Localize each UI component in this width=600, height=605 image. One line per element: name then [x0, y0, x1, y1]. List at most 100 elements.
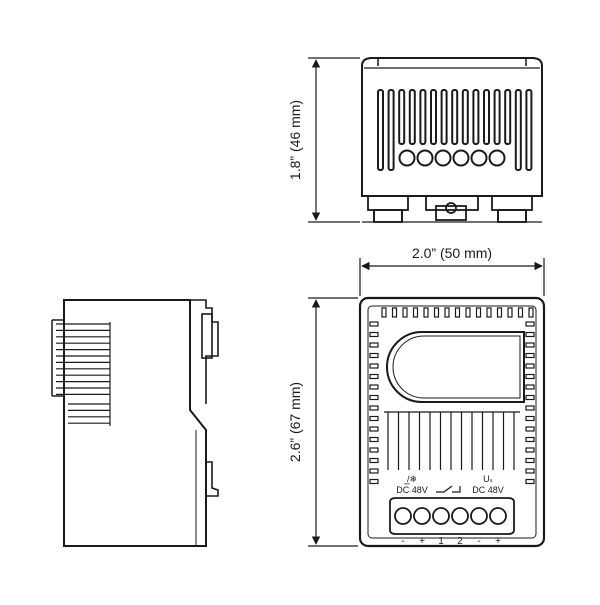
height-dimension-front: [308, 297, 358, 547]
terminal-labels: - + 1 2 - +: [401, 536, 501, 547]
vent-slot: [525, 342, 535, 348]
height-label-top: 1.8” (46 mm): [287, 100, 303, 180]
width-label: 2.0” (50 mm): [412, 245, 492, 261]
left-voltage-label: DC 48V: [396, 485, 428, 495]
vent-slot: [444, 307, 450, 318]
vent-slot: [525, 331, 535, 338]
vent-slot: [483, 89, 490, 145]
vent-slot: [525, 321, 535, 327]
vent-slot: [493, 89, 501, 145]
din-rail-clip: [190, 299, 219, 546]
vent-slot: [472, 89, 480, 145]
vent-slot: [369, 342, 379, 348]
vent-slot: [525, 415, 535, 422]
vent-slot: [408, 89, 416, 145]
vent-slot: [402, 307, 408, 318]
top-view: [361, 57, 543, 223]
vent-slot: [525, 457, 535, 464]
terminal-hole: [413, 507, 431, 525]
vent-slot: [454, 307, 461, 318]
vent-slot: [440, 89, 448, 145]
vent-slot: [369, 394, 379, 401]
vent-slot: [369, 321, 379, 327]
supply-symbol-label: Uₛ: [483, 474, 493, 484]
vent-slot: [369, 384, 379, 390]
width-dimension: [359, 258, 545, 296]
vent-slot: [369, 457, 379, 464]
setting-window: [386, 331, 525, 403]
vent-slot: [504, 89, 512, 145]
terminal-hole: [488, 149, 506, 167]
height-label-front: 2.6” (67 mm): [287, 382, 303, 462]
vent-slot: [423, 307, 429, 318]
vent-slot: [369, 436, 379, 443]
vent-slot: [398, 89, 406, 145]
front-view: [358, 296, 546, 548]
vent-slot: [419, 89, 427, 145]
vent-slot: [475, 307, 482, 318]
vent-slot: [507, 307, 513, 318]
terminal-hole: [470, 507, 488, 525]
terminal-hole: [394, 507, 412, 525]
vent-slot: [430, 89, 437, 145]
vent-slot: [461, 89, 469, 145]
terminal-label: 2: [457, 536, 463, 547]
vent-slot: [514, 89, 522, 171]
front-labels: ̲̲̲/❄ DC 48V Uₛ DC 48V: [396, 474, 504, 495]
top-view-vents: [377, 89, 533, 171]
terminal-hole: [434, 149, 452, 167]
vent-slot: [528, 307, 534, 318]
terminal-hole: [398, 149, 416, 167]
vent-slot: [525, 384, 535, 390]
vent-slot: [525, 426, 535, 432]
terminal-hole: [470, 149, 488, 167]
terminal-hole: [452, 149, 470, 167]
vent-slot: [525, 468, 535, 474]
vent-slot: [369, 478, 379, 485]
vent-slot: [369, 331, 379, 338]
terminal-label: -: [477, 536, 480, 547]
front-view-top-vents: [381, 307, 534, 318]
height-dimension-top: [308, 57, 360, 223]
vent-slot: [496, 307, 503, 318]
vent-slot: [525, 363, 535, 369]
vent-slot: [369, 363, 379, 369]
vent-slot: [517, 307, 524, 318]
vent-slot: [369, 405, 379, 411]
side-view: [51, 299, 219, 547]
vent-slot: [465, 307, 471, 318]
terminal-label: +: [419, 536, 425, 547]
vent-slot: [525, 478, 535, 485]
vent-slot: [369, 447, 379, 453]
terminal-block: [389, 497, 515, 535]
vent-slot: [451, 89, 459, 145]
vent-slot: [433, 307, 440, 318]
front-view-body: [358, 296, 546, 548]
vent-slot: [486, 307, 492, 318]
vent-slot: [525, 436, 535, 443]
top-view-terminals: [398, 149, 506, 167]
terminal-label: +: [495, 536, 501, 547]
top-view-feet: [362, 195, 542, 223]
vent-slot: [412, 307, 419, 318]
vent-slot: [525, 373, 535, 380]
terminal-hole: [451, 507, 469, 525]
vent-slot: [387, 89, 395, 171]
vent-slot: [381, 307, 387, 318]
relay-contact-icon: [436, 485, 461, 493]
terminal-hole: [416, 149, 434, 167]
vent-slot: [369, 373, 379, 380]
vent-slot: [377, 89, 384, 171]
vent-slot: [369, 426, 379, 432]
terminal-hole: [432, 507, 450, 525]
terminal-hole: [489, 507, 507, 525]
front-view-terminals: [394, 507, 507, 525]
vent-slot: [525, 89, 533, 171]
vent-slot: [525, 405, 535, 411]
top-view-body: [361, 57, 543, 197]
side-view-vents: [56, 322, 111, 426]
front-view-side-vents: [369, 321, 535, 485]
right-voltage-label: DC 48V: [472, 485, 504, 495]
